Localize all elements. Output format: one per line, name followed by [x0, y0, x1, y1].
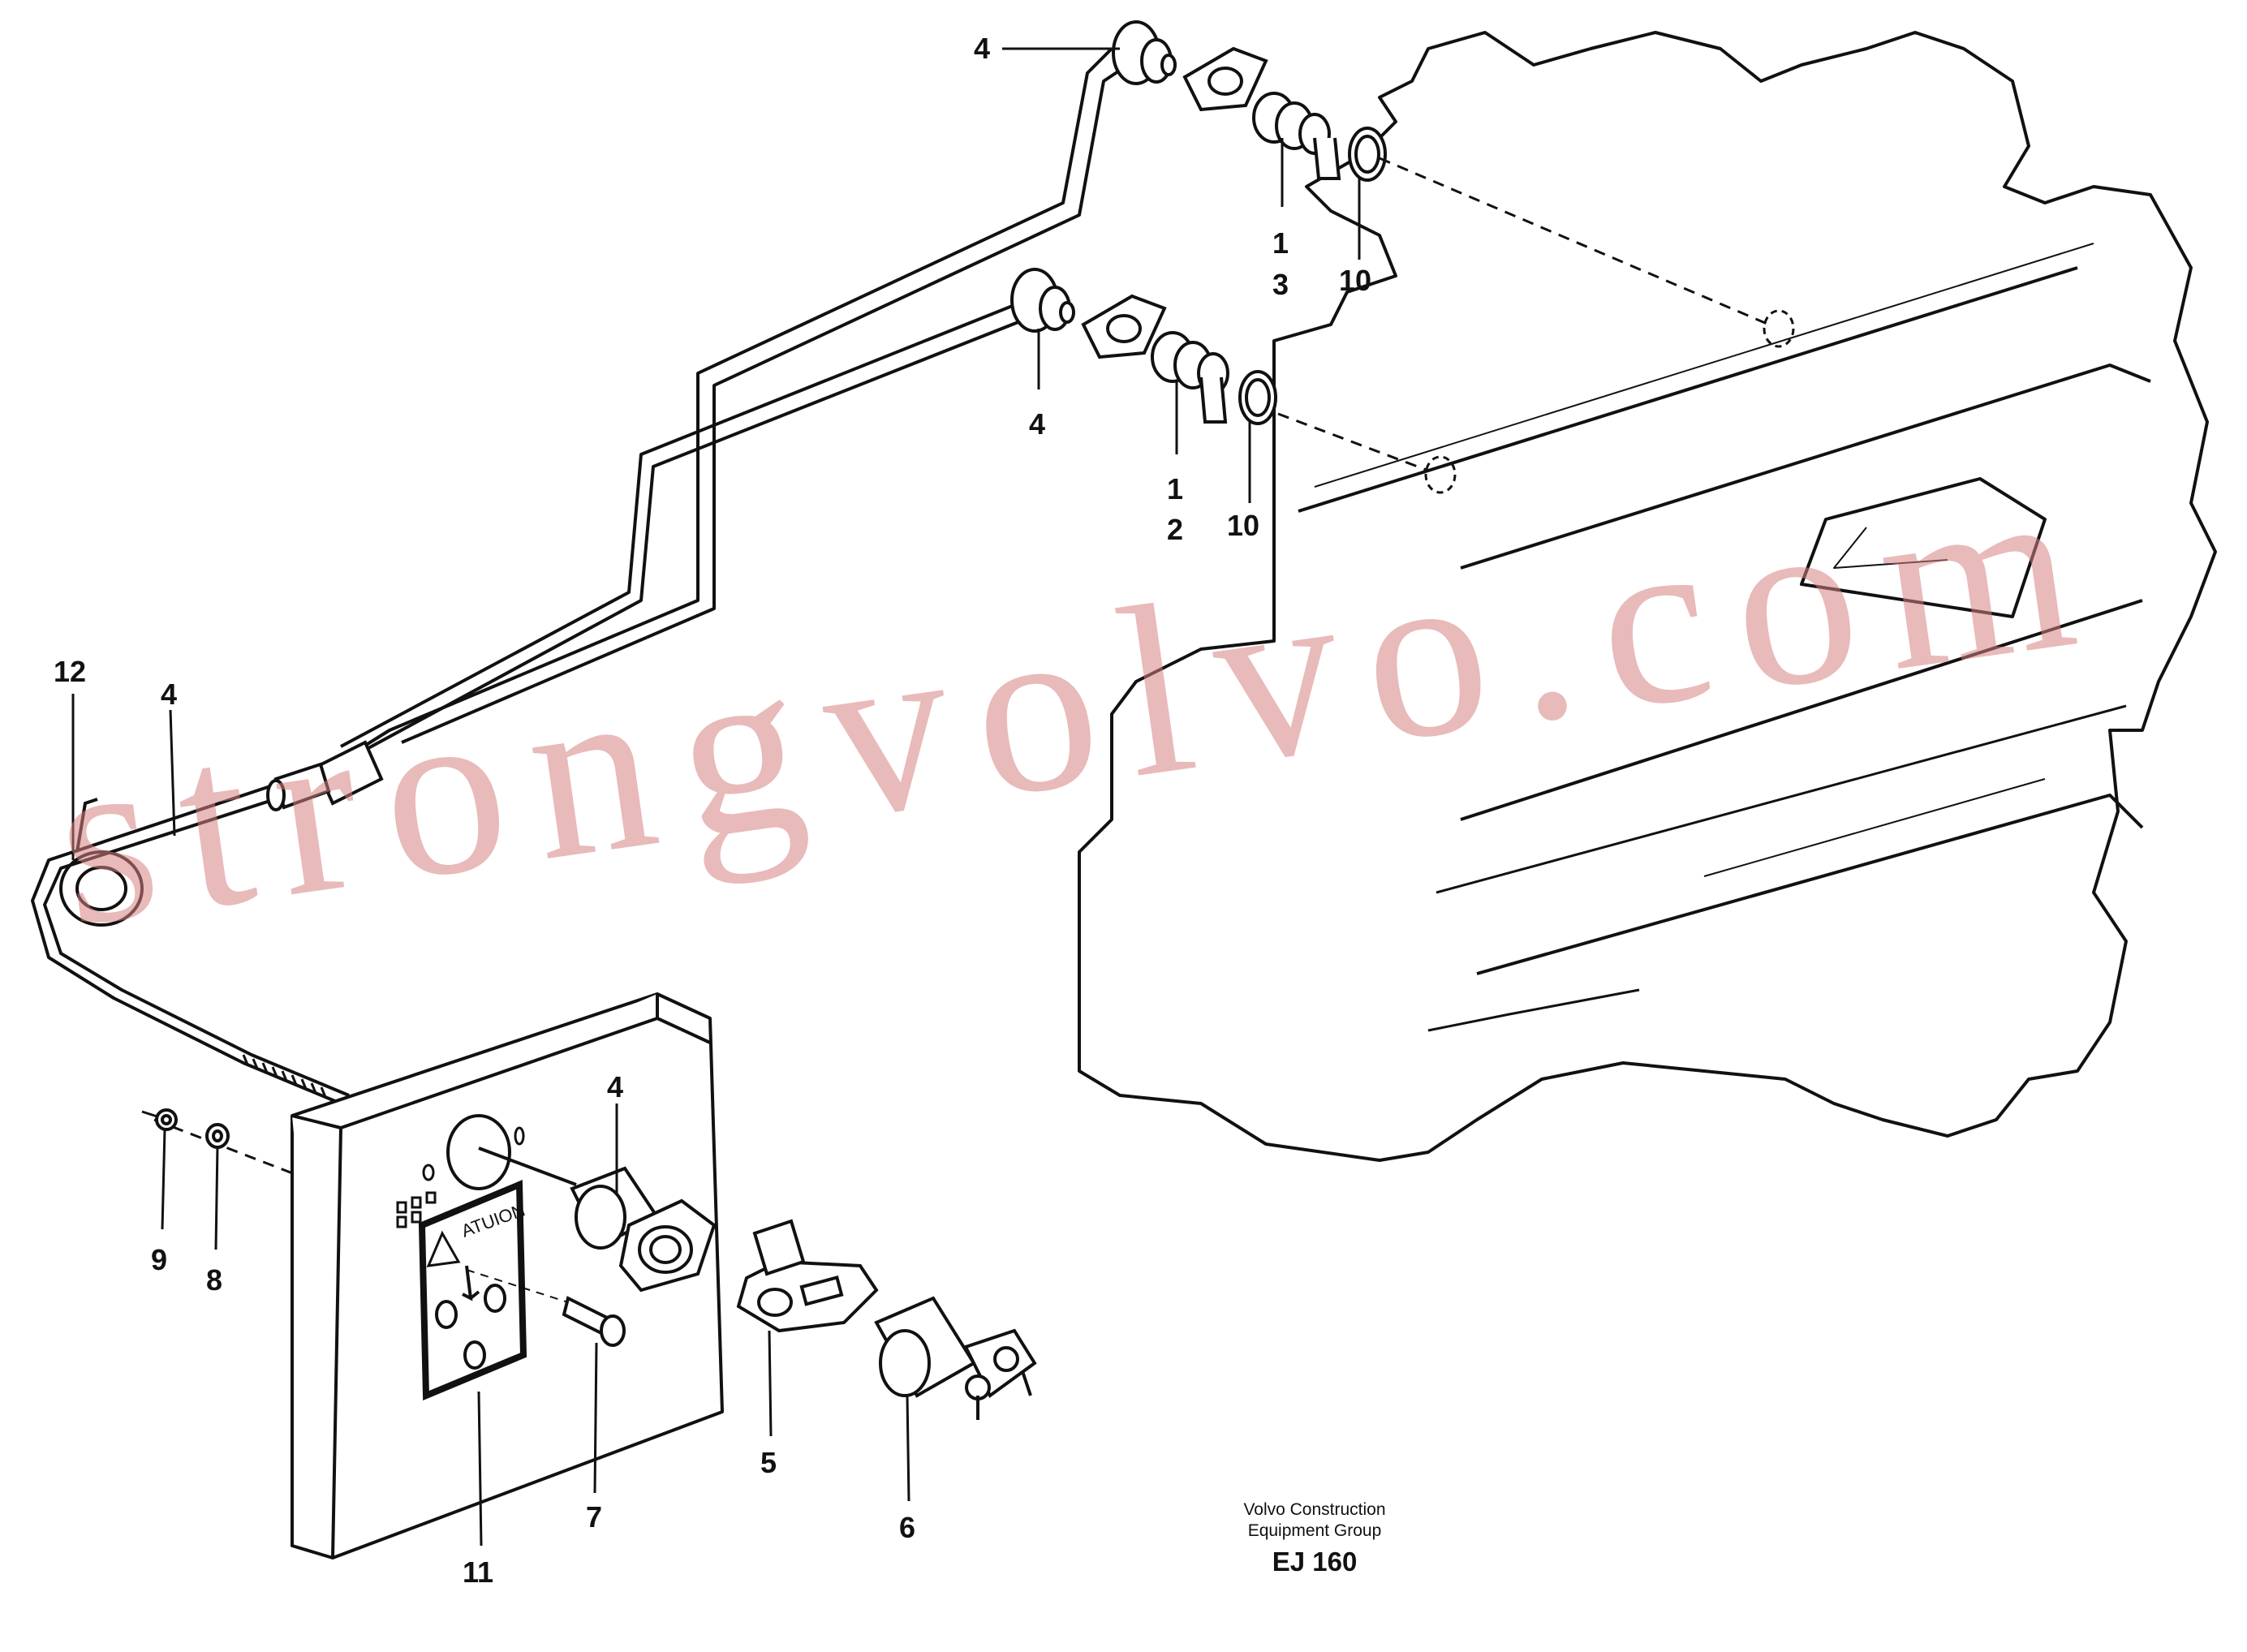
washer-part-8 [205, 1123, 230, 1149]
leader-lines [71, 47, 1361, 1547]
callout-12: 12 [54, 655, 86, 688]
callout-9: 9 [151, 1243, 167, 1276]
credit-line-1: Volvo Construction [1243, 1500, 1386, 1519]
warning-decal [418, 1180, 527, 1400]
cable-thread [242, 1054, 327, 1098]
callout-4-left: 4 [161, 678, 177, 711]
middle-coupling-assembly [1010, 268, 1277, 425]
top-coupling-assembly [1112, 20, 1387, 182]
callout-1-mid: 1 [1167, 472, 1183, 505]
bracket-part-5 [736, 1219, 879, 1333]
bolt-part-7 [466, 1269, 626, 1347]
cable-routing [31, 47, 1130, 1105]
callout-1-top: 1 [1272, 226, 1289, 260]
callout-8: 8 [206, 1263, 222, 1297]
callout-4-top: 4 [974, 32, 990, 65]
credit-block: Volvo Construction Equipment Group EJ 16… [1169, 1499, 1461, 1577]
clip-part-12 [59, 798, 144, 927]
mounting-panel [291, 992, 724, 1560]
callout-10-top: 10 [1339, 264, 1371, 297]
nut-part-9 [141, 1108, 178, 1131]
panel-cable-sleeve [478, 1147, 717, 1293]
callout-5: 5 [760, 1446, 777, 1479]
panel-holes [396, 1114, 525, 1228]
callout-4-panel: 4 [607, 1070, 623, 1103]
callout-4-mid: 4 [1029, 407, 1045, 441]
callout-6: 6 [899, 1511, 915, 1544]
callout-3: 3 [1272, 268, 1289, 301]
callout-2: 2 [1167, 513, 1183, 546]
callout-11: 11 [463, 1555, 493, 1589]
cable-sleeve [266, 740, 384, 811]
callout-7: 7 [586, 1500, 602, 1534]
diagram-code: EJ 160 [1272, 1547, 1358, 1577]
credit-line-2: Equipment Group [1247, 1521, 1382, 1540]
engine-port-marks [1424, 309, 1795, 494]
callout-10-mid: 10 [1227, 509, 1259, 542]
connector-part-6 [874, 1296, 1037, 1420]
